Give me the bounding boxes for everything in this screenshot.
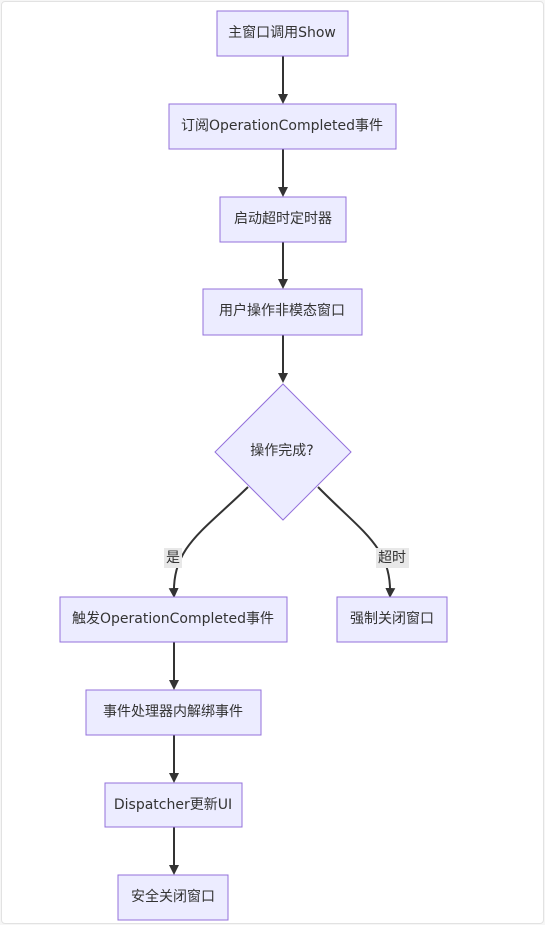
svg-text:启动超时定时器: 启动超时定时器 [234, 211, 332, 227]
node-main-window-show: 主窗口调用Show [216, 10, 349, 57]
svg-text:Dispatcher更新UI: Dispatcher更新UI [114, 797, 232, 813]
node-fire-event: 触发OperationCompleted事件 [59, 596, 288, 643]
edge-label-yes: 是 [164, 548, 182, 568]
edge-n5-n6 [168, 486, 249, 598]
edge-label-timeout: 超时 [376, 548, 409, 568]
svg-text:订阅OperationCompleted事件: 订阅OperationCompleted事件 [181, 118, 383, 134]
node-user-operate-window: 用户操作非模态窗口 [202, 288, 363, 336]
node-operation-complete-decision: 操作完成? [214, 383, 352, 521]
node-dispatcher-update-ui: Dispatcher更新UI [104, 782, 243, 828]
node-force-close-window: 强制关闭窗口 [336, 596, 448, 643]
svg-text:主窗口调用Show: 主窗口调用Show [228, 24, 336, 41]
svg-text:用户操作非模态窗口: 用户操作非模态窗口 [219, 302, 345, 319]
node-safe-close-window: 安全关闭窗口 [117, 874, 229, 921]
svg-text:触发OperationCompleted事件: 触发OperationCompleted事件 [72, 611, 274, 627]
node-subscribe-event: 订阅OperationCompleted事件 [168, 103, 397, 150]
edge-n5-n7 [317, 486, 396, 598]
svg-text:事件处理器内解绑事件: 事件处理器内解绑事件 [103, 704, 243, 720]
node-unsubscribe-in-handler: 事件处理器内解绑事件 [85, 689, 262, 736]
svg-text:是: 是 [166, 550, 180, 566]
svg-text:超时: 超时 [378, 550, 406, 566]
svg-text:安全关闭窗口: 安全关闭窗口 [131, 888, 215, 905]
svg-text:强制关闭窗口: 强制关闭窗口 [350, 610, 434, 627]
node-start-timer: 启动超时定时器 [219, 196, 347, 243]
svg-text:操作完成?: 操作完成? [250, 443, 313, 459]
